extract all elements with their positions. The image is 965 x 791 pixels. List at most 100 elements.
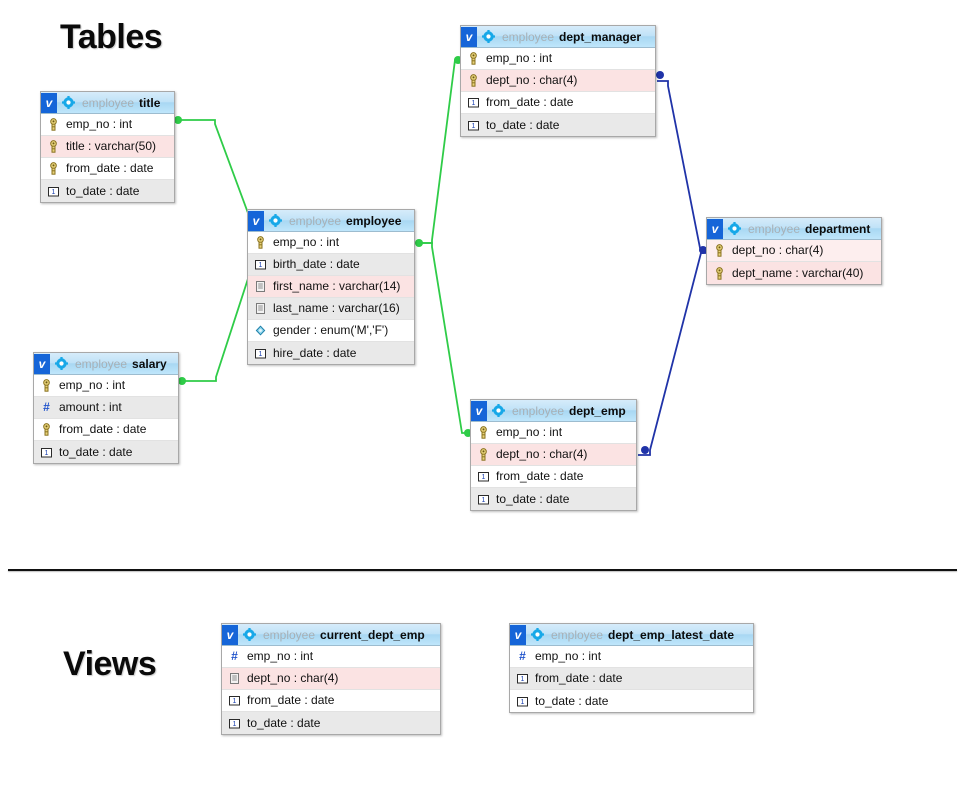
column-row[interactable]: emp_no : int — [41, 114, 174, 136]
key-icon — [477, 448, 490, 461]
svg-text:1: 1 — [232, 721, 236, 728]
entity-name-label: department — [805, 221, 871, 236]
entity-department[interactable]: v employee department dept_no : char(4) dept… — [706, 217, 882, 285]
date-icon: 1 — [40, 446, 53, 459]
column-row[interactable]: # emp_no : int — [510, 646, 753, 668]
column-label: emp_no : int — [535, 649, 602, 663]
column-label: to_date : date — [59, 444, 133, 459]
view-badge-icon: v — [41, 92, 57, 113]
key-icon — [467, 74, 480, 87]
column-label: dept_no : char(4) — [732, 243, 824, 257]
schema-name-label: employee — [748, 221, 801, 236]
gear-icon — [728, 222, 741, 235]
text-icon — [228, 672, 241, 685]
column-row[interactable]: from_date : date — [34, 419, 178, 441]
column-row[interactable]: 1 to_date : date — [34, 441, 178, 463]
entity-title[interactable]: v employee title emp_no : int title : varcha… — [40, 91, 175, 203]
entity-current_dept_emp[interactable]: v employee current_dept_emp # emp_no : int de… — [221, 623, 441, 735]
column-row[interactable]: from_date : date — [41, 158, 174, 180]
key-icon — [40, 423, 53, 436]
column-row[interactable]: dept_no : char(4) — [707, 240, 881, 262]
column-label: title : varchar(50) — [66, 139, 157, 153]
date-icon: 1 — [467, 96, 480, 109]
gear-icon — [492, 404, 505, 417]
column-row[interactable]: first_name : varchar(14) — [248, 276, 414, 298]
entity-name-label: dept_emp — [569, 403, 626, 418]
column-row[interactable]: emp_no : int — [34, 375, 178, 397]
column-row[interactable]: dept_no : char(4) — [461, 70, 655, 92]
column-row[interactable]: dept_no : char(4) — [222, 668, 440, 690]
svg-text:1: 1 — [471, 100, 475, 107]
relation-endpoint-de-blue — [641, 446, 649, 454]
column-label: dept_name : varchar(40) — [732, 265, 864, 280]
column-row[interactable]: title : varchar(50) — [41, 136, 174, 158]
key-icon — [254, 236, 267, 249]
column-label: dept_no : char(4) — [247, 671, 339, 685]
gear-icon — [55, 357, 68, 370]
column-row[interactable]: last_name : varchar(16) — [248, 298, 414, 320]
entity-header-current_dept_emp[interactable]: v employee current_dept_emp — [222, 624, 440, 646]
date-icon: 1 — [254, 347, 267, 360]
column-row[interactable]: dept_no : char(4) — [471, 444, 636, 466]
schema-name-label: employee — [289, 213, 342, 228]
view-badge-icon: v — [222, 624, 238, 645]
relation-line-dept-manager-to-department — [657, 80, 706, 249]
entity-header-dept_emp[interactable]: v employee dept_emp — [471, 400, 636, 422]
view-badge-icon: v — [707, 218, 723, 239]
gear-icon — [62, 96, 75, 109]
column-label: to_date : date — [535, 693, 609, 708]
column-label: dept_no : char(4) — [486, 73, 578, 87]
column-label: hire_date : date — [273, 345, 357, 360]
key-icon — [47, 140, 60, 153]
column-row[interactable]: emp_no : int — [471, 422, 636, 444]
column-row[interactable]: emp_no : int — [461, 48, 655, 70]
column-row[interactable]: gender : enum('M','F') — [248, 320, 414, 342]
schema-name-label: employee — [512, 403, 565, 418]
column-label: birth_date : date — [273, 257, 360, 271]
column-label: emp_no : int — [247, 649, 314, 663]
date-icon: 1 — [477, 493, 490, 506]
column-row[interactable]: 1 hire_date : date — [248, 342, 414, 364]
entity-name-label: title — [139, 95, 161, 110]
int-icon: # — [516, 650, 529, 663]
entity-name-label: current_dept_emp — [320, 627, 425, 642]
schema-name-label: employee — [263, 627, 316, 642]
svg-text:#: # — [231, 650, 238, 663]
column-row[interactable]: # emp_no : int — [222, 646, 440, 668]
int-icon: # — [40, 401, 53, 414]
entity-header-title[interactable]: v employee title — [41, 92, 174, 114]
entity-header-department[interactable]: v employee department — [707, 218, 881, 240]
column-row[interactable]: emp_no : int — [248, 232, 414, 254]
date-icon: 1 — [228, 694, 241, 707]
column-label: gender : enum('M','F') — [273, 323, 389, 337]
column-row[interactable]: #amount : int — [34, 397, 178, 419]
column-label: emp_no : int — [273, 235, 340, 249]
relation-endpoint-title — [174, 116, 182, 124]
column-label: from_date : date — [496, 469, 584, 483]
svg-text:1: 1 — [232, 698, 236, 705]
views-section-title: Views — [63, 645, 157, 683]
column-row[interactable]: dept_name : varchar(40) — [707, 262, 881, 284]
schema-name-label: employee — [82, 95, 135, 110]
view-badge-icon: v — [471, 400, 487, 421]
gear-icon — [269, 214, 282, 227]
